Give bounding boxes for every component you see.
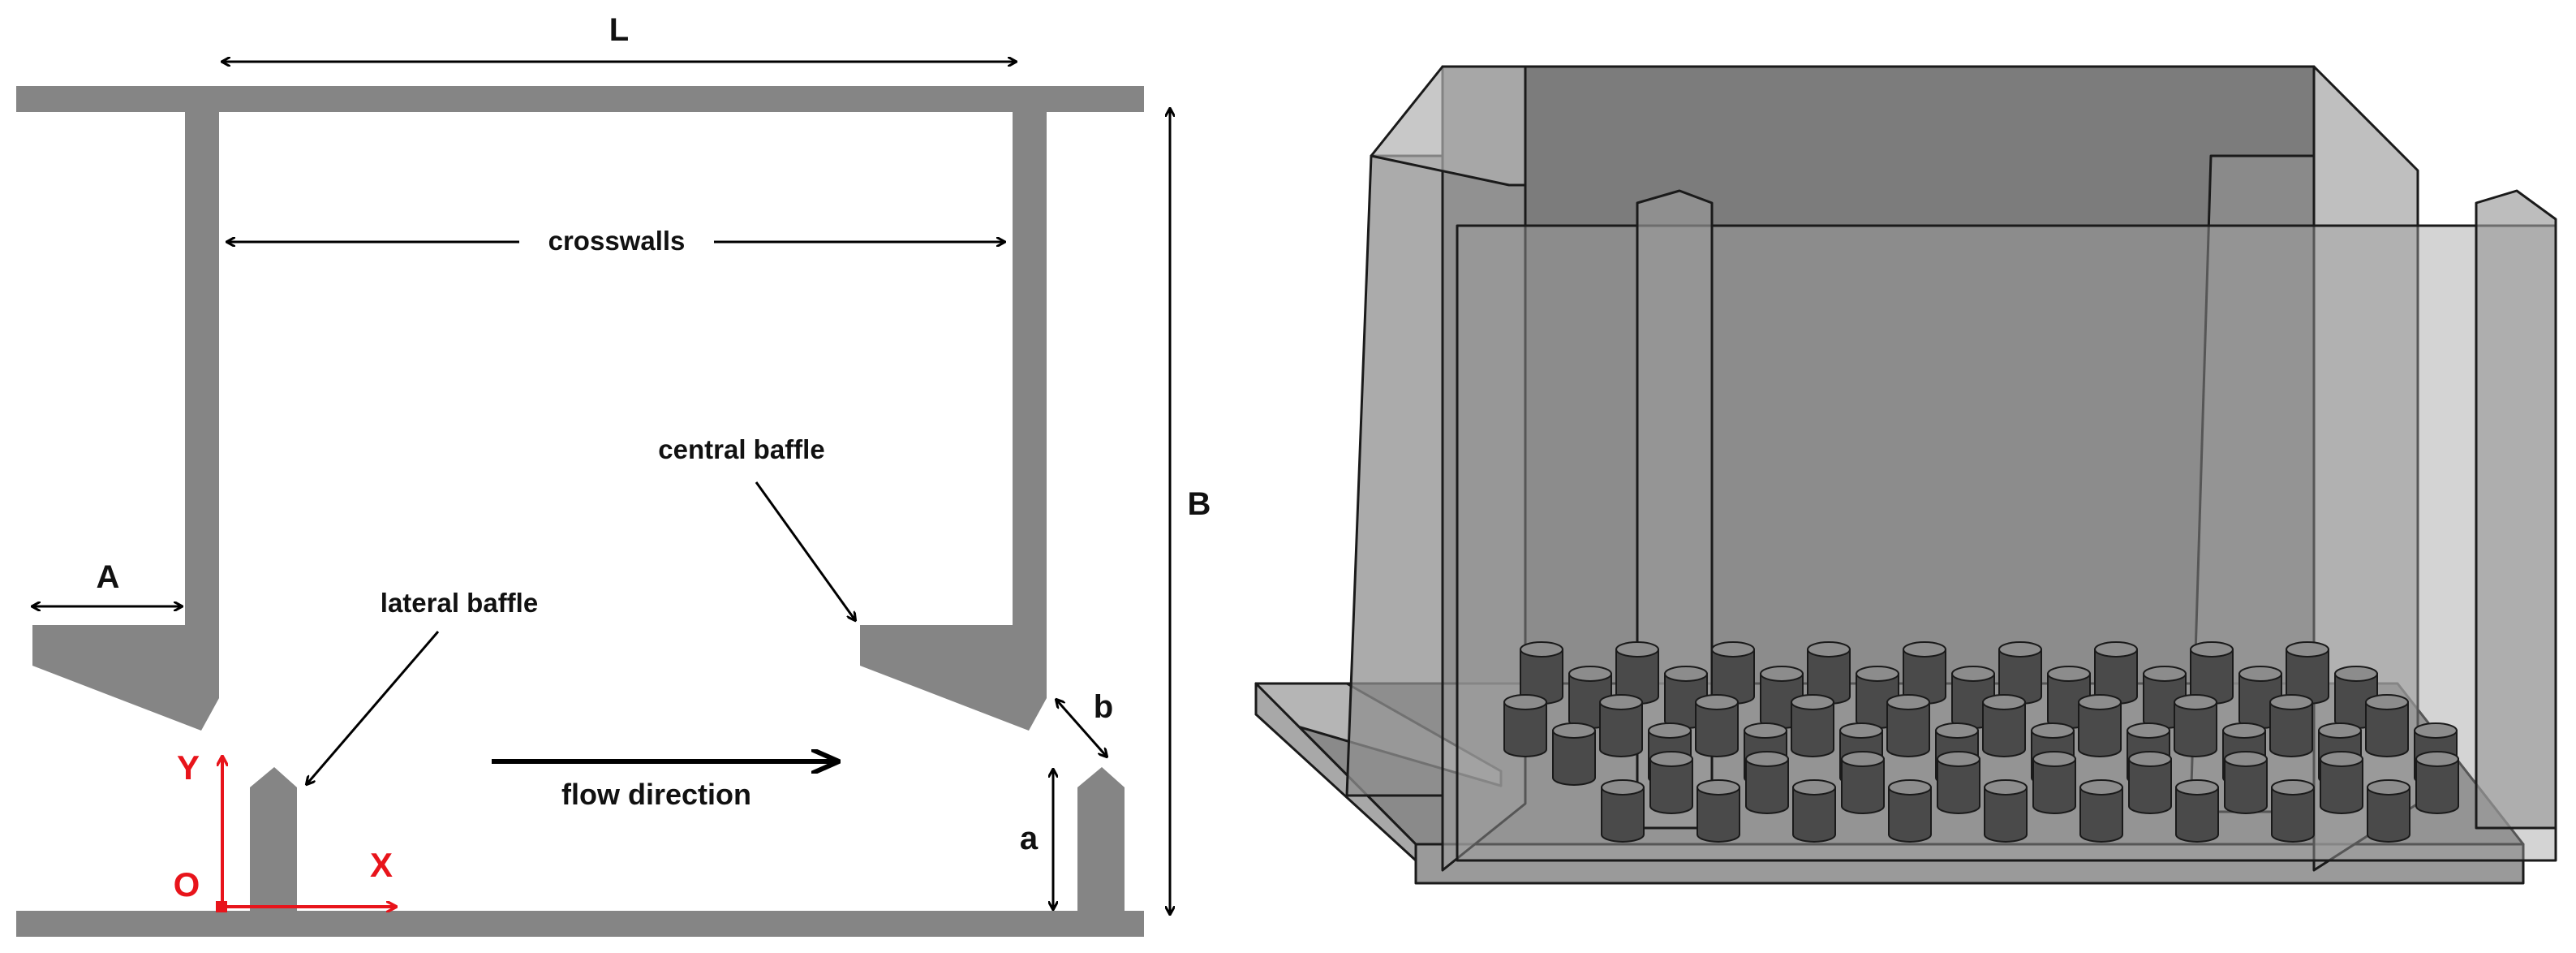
cylinder (1903, 641, 1946, 705)
dimension-b-gap-arrow (1056, 700, 1107, 757)
dimension-a-width-label: A (97, 559, 120, 595)
cylinder (1984, 779, 2028, 843)
crosswall-left (32, 112, 219, 731)
cylinder (1697, 779, 1740, 843)
cylinder (1552, 722, 1596, 786)
crosswalls-label: crosswalls (548, 226, 686, 256)
cylinder-array (1503, 641, 2459, 843)
lateral-baffle-arrow (307, 631, 440, 784)
cylinder (1998, 641, 2042, 705)
cylinder (1601, 779, 1645, 843)
cylinder (1695, 694, 1739, 757)
lateral-baffle-label: lateral baffle (381, 588, 538, 618)
cylinder (2079, 779, 2123, 843)
front-panel (1456, 224, 2557, 862)
floor-front-edge (1414, 843, 2525, 885)
origin-label: O (174, 865, 200, 903)
dimension-big-b-label: B (1188, 486, 1211, 522)
cylinder (1982, 694, 2026, 757)
cylinder (2174, 694, 2217, 757)
x-axis-label: X (370, 846, 393, 884)
cylinder (2224, 751, 2268, 814)
schematic-2d: L crosswalls B A central baffle lateral … (16, 12, 1211, 937)
cylinder (2367, 779, 2410, 843)
cylinder (1937, 751, 1980, 814)
cylinder (1886, 694, 1930, 757)
cylinder (1888, 779, 1932, 843)
lateral-baffle-left (250, 767, 297, 911)
origin-marker (216, 901, 227, 912)
dimension-l-label: L (609, 12, 629, 48)
lateral-baffle-3d-right (2475, 189, 2557, 830)
cylinder (1649, 751, 1693, 814)
cylinder (2365, 694, 2409, 757)
y-axis-label: Y (177, 748, 200, 787)
cylinder (1745, 751, 1789, 814)
cylinder (2094, 641, 2138, 705)
crosswall-3d-left-top (1370, 65, 1527, 187)
flow-direction-label: flow direction (561, 778, 751, 811)
central-baffle-label: central baffle (658, 434, 824, 464)
cylinder (1791, 694, 1834, 757)
cylinder (2078, 694, 2122, 757)
cylinder (1711, 641, 1755, 705)
cylinder (2271, 779, 2315, 843)
top-wall (16, 86, 1144, 112)
dimension-small-b-label: b (1094, 689, 1113, 725)
crosswall-3d-left (1345, 154, 1444, 797)
cylinder (1841, 751, 1885, 814)
cylinder (2032, 751, 2076, 814)
bottom-wall (16, 911, 1144, 937)
cylinder (1615, 641, 1659, 705)
crosswall-right (860, 112, 1047, 731)
cylinder (2269, 694, 2313, 757)
central-baffle-arrow (755, 481, 855, 620)
cylinder (1792, 779, 1836, 843)
cylinder (2415, 751, 2459, 814)
cylinder (1599, 694, 1643, 757)
lateral-baffle-right (1077, 767, 1125, 911)
cylinder (2175, 779, 2219, 843)
dimension-a-height-label: a (1020, 821, 1039, 856)
cylinder (2128, 751, 2172, 814)
cylinder (2320, 751, 2363, 814)
cylinder (1503, 694, 1547, 757)
